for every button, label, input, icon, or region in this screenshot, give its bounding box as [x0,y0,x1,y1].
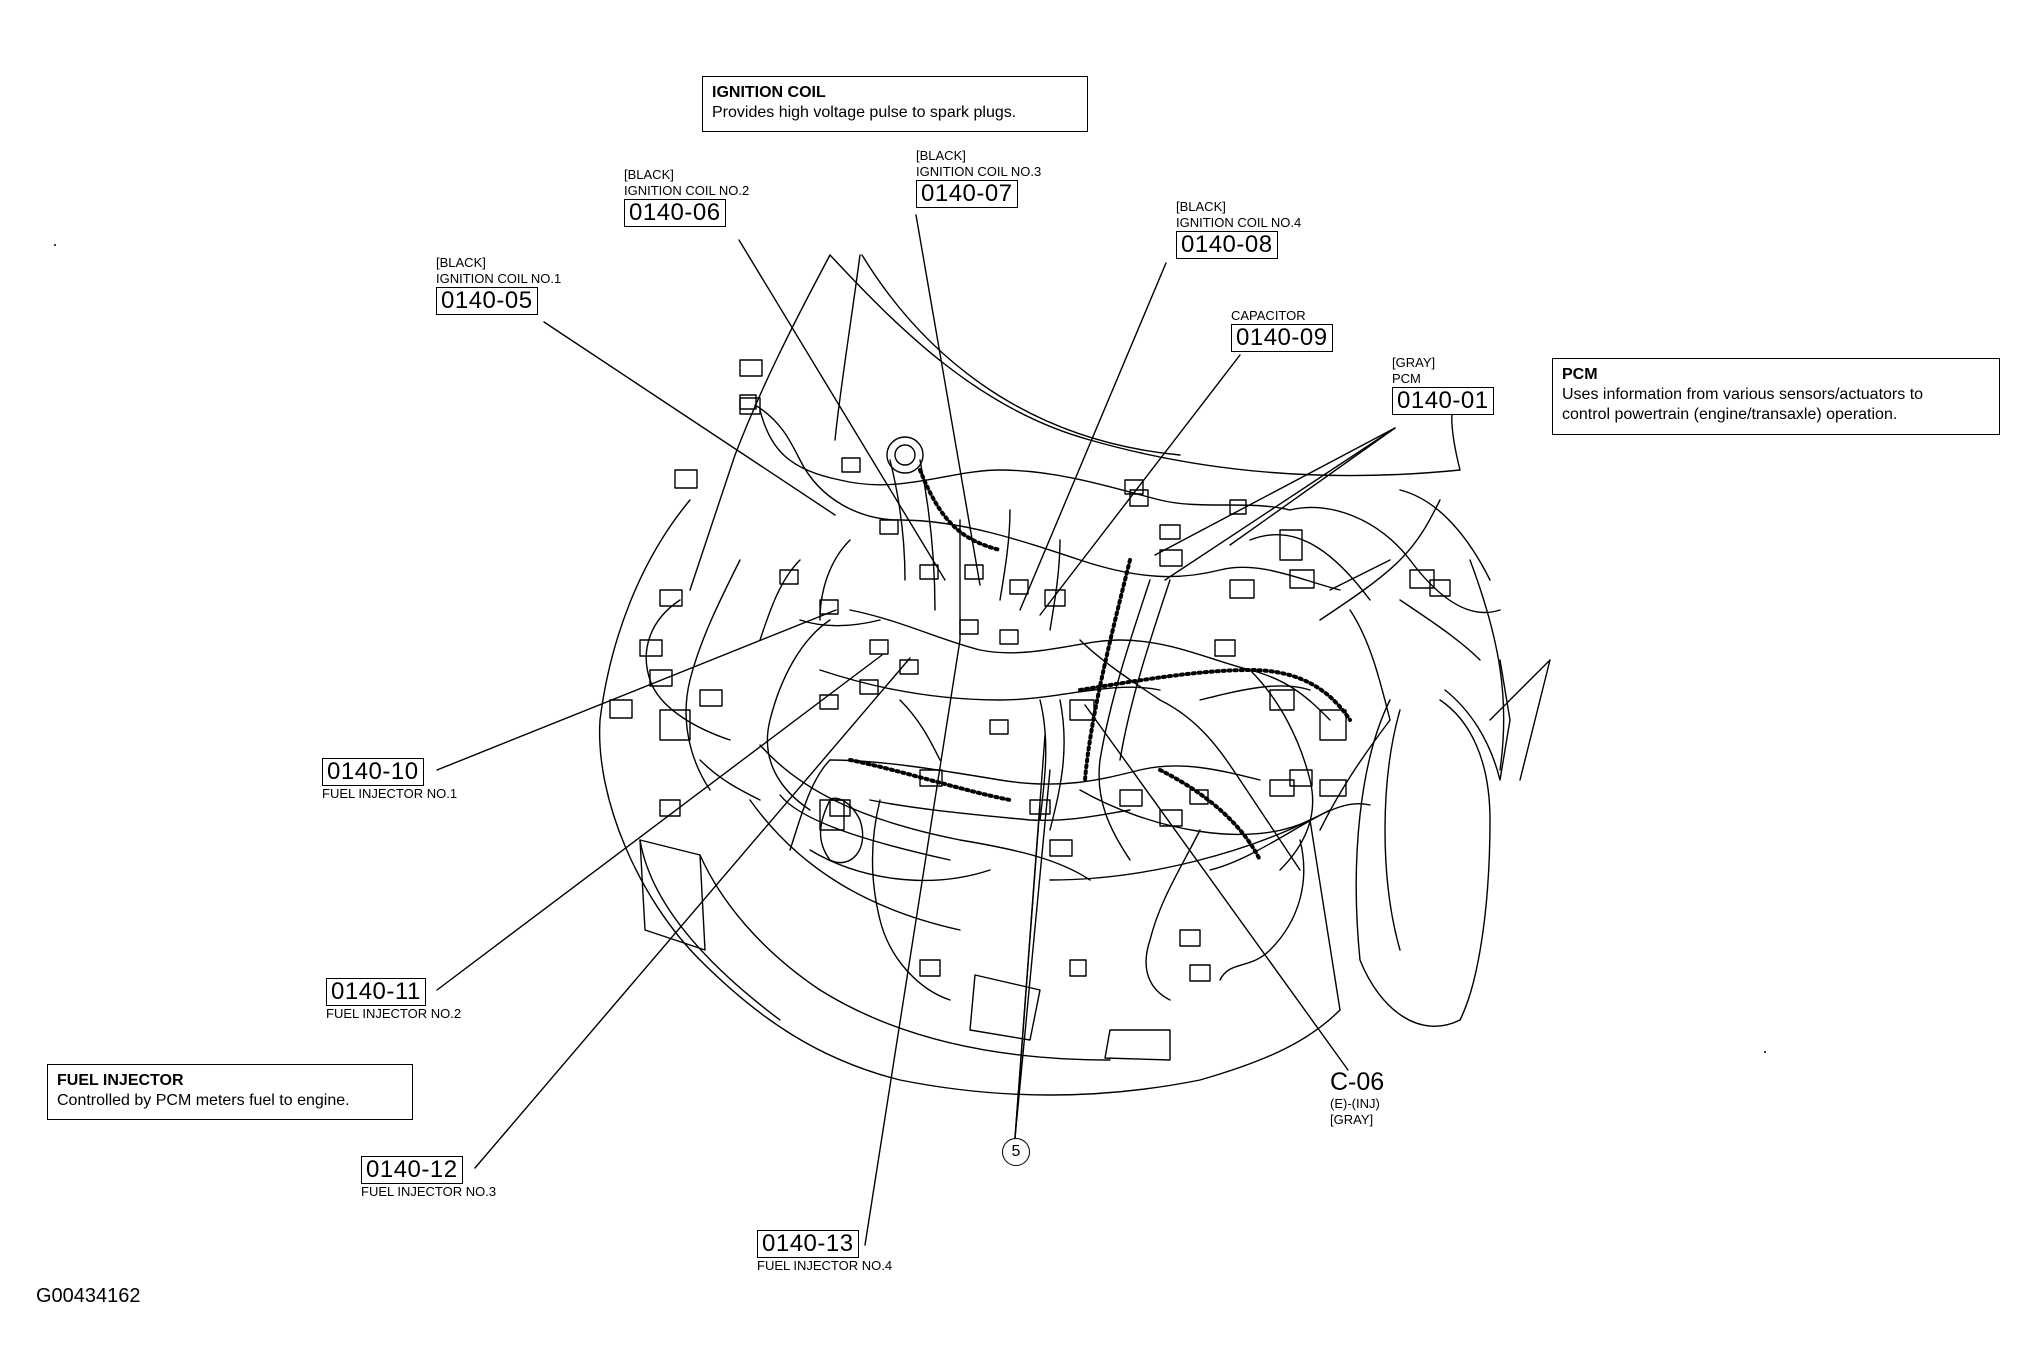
callout-color: [BLACK] [1176,199,1226,214]
callout-0140-05: [BLACK] IGNITION COIL NO.1 0140-05 [436,255,561,315]
fuel-injector-info-desc: Controlled by PCM meters fuel to engine. [57,1092,350,1109]
ignition-coil-info-desc: Provides high voltage pulse to spark plu… [712,104,1017,121]
connector-code: 0140-05 [436,287,538,315]
ignition-coil-info-title: IGNITION COIL [712,84,826,101]
callout-name: FUEL INJECTOR NO.3 [361,1184,497,1199]
callout-color: [BLACK] [624,167,674,182]
connector-code: 0140-09 [1231,324,1333,352]
leader-lines [436,214,1396,1246]
callout-0140-08: [BLACK] IGNITION COIL NO.4 0140-08 [1176,199,1301,259]
callout-c-06: C-06 (E)-(INJ) [GRAY] [1330,1068,1384,1128]
callout-name: IGNITION COIL NO.4 [1176,215,1302,230]
callout-0140-11: 0140-11 FUEL INJECTOR NO.2 [326,978,461,1022]
connector-code: 0140-11 [326,978,426,1006]
callout-name: PCM [1392,371,1421,386]
connector-code: 0140-01 [1392,387,1494,415]
connector-code: 0140-10 [322,758,424,786]
callout-0140-06: [BLACK] IGNITION COIL NO.2 0140-06 [624,167,749,227]
callout-name: IGNITION COIL NO.2 [624,183,750,198]
callout-0140-09: CAPACITOR 0140-09 [1231,308,1333,352]
callout-name: IGNITION COIL NO.1 [436,271,562,286]
callout-name: CAPACITOR [1231,308,1306,323]
pcm-info-desc-line2: control powertrain (engine/transaxle) op… [1562,406,1898,423]
c-06-line2: [GRAY] [1330,1112,1374,1127]
connector-code: 0140-08 [1176,231,1278,259]
pcm-info-desc-line1: Uses information from various sensors/ac… [1562,386,1924,403]
wiring-harness [645,404,1501,1001]
callout-0140-07: [BLACK] IGNITION COIL NO.3 0140-07 [916,148,1041,208]
ground-point-marker: 5 [1002,1138,1030,1166]
connector-code: C-06 [1330,1068,1385,1096]
callout-name: IGNITION COIL NO.3 [916,164,1042,179]
callout-name: FUEL INJECTOR NO.2 [326,1006,462,1021]
scan-speck [1764,1051,1766,1053]
pcm-info-box: PCM Uses information from various sensor… [1552,358,2000,435]
connector-code: 0140-12 [361,1156,463,1184]
callout-color: [BLACK] [436,255,486,270]
connector-code: 0140-07 [916,180,1018,208]
figure-id: G00434162 [36,1285,141,1307]
callout-name: FUEL INJECTOR NO.1 [322,786,458,801]
c-06-line1: (E)-(INJ) [1330,1096,1380,1111]
callout-name: FUEL INJECTOR NO.4 [757,1258,893,1273]
callout-0140-10: 0140-10 FUEL INJECTOR NO.1 [322,758,457,802]
connector-code: 0140-13 [757,1230,859,1258]
harness-connectors [609,359,1451,982]
callout-0140-01: [GRAY] PCM 0140-01 [1392,355,1494,415]
callout-color: [BLACK] [916,148,966,163]
fuel-injector-info-title: FUEL INJECTOR [57,1072,184,1089]
fuel-injector-info-box: FUEL INJECTOR Controlled by PCM meters f… [47,1064,413,1120]
scan-speck [54,244,56,246]
connector-code: 0140-06 [624,199,726,227]
ignition-coil-info-box: IGNITION COIL Provides high voltage puls… [702,76,1088,132]
callout-color: [GRAY] [1392,355,1436,370]
callout-0140-13: 0140-13 FUEL INJECTOR NO.4 [757,1230,892,1274]
callout-0140-12: 0140-12 FUEL INJECTOR NO.3 [361,1156,496,1200]
pcm-info-title: PCM [1562,366,1598,383]
